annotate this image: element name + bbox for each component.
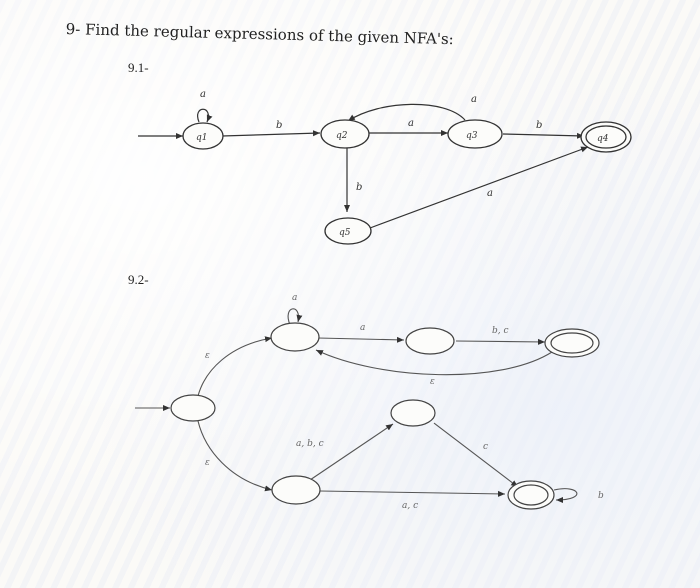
nfa1-state-q1-label: q1 — [196, 133, 208, 143]
nfa1-edge-q3-q2 — [347, 103, 466, 122]
nfa1-q1-self-label: a — [200, 89, 206, 100]
nfa2-label-bottom-up: a, b, c — [296, 439, 324, 449]
nfa1-state-q2-label: q2 — [336, 131, 348, 141]
nfa2-label-bottom-final: a, c — [402, 501, 418, 511]
nfa2-state-final-top — [544, 328, 600, 358]
nfa2-diagram: ε ε a a b, c ε a, b, c c a, c b — [135, 293, 604, 511]
nfa1-edge-q5-q4 — [369, 146, 589, 229]
nfa1-edge-q1-q2 — [221, 130, 321, 137]
nfa2-label-top-self: a — [292, 293, 297, 303]
nfa2-edge-start-top — [197, 336, 273, 397]
nfa2-edge-start-bottom — [197, 420, 273, 492]
nfa2-label-final-self: b — [598, 491, 604, 501]
nfa2-label-back-top: ε — [430, 377, 435, 387]
nfa1-state-q3-label: q3 — [466, 131, 478, 141]
nfa2-state-top — [270, 322, 320, 352]
nfa1-state-q4-accepting: q4 — [580, 121, 632, 153]
nfa1-label-q5-q4: a — [487, 188, 493, 199]
nfa2-label-top-mid: a — [360, 323, 365, 333]
part1-label: 9.1- — [128, 60, 149, 75]
nfa2-edge-diag-down — [433, 422, 519, 488]
nfa1-q1-self-loop — [197, 108, 213, 123]
nfa2-label-start-bottom: ε — [205, 458, 210, 468]
nfa2-state-final-bottom — [507, 480, 555, 510]
nfa1-label-q3-q2: a — [471, 94, 477, 105]
nfa1-state-q2: q2 — [320, 119, 370, 149]
nfa2-edge-mid-final — [455, 338, 546, 345]
nfa1-state-q5-label: q5 — [339, 228, 351, 238]
nfa2-state-bottom — [271, 475, 321, 505]
part2-label: 9.2- — [128, 272, 149, 287]
nfa2-state-start — [170, 394, 216, 422]
nfa2-edge-top-mid — [317, 336, 405, 343]
nfa1-state-q5: q5 — [324, 217, 372, 245]
nfa1-label-q2-q5: b — [356, 182, 362, 193]
nfa2-state-upper-mid — [390, 399, 436, 427]
nfa2-final-self-loop — [553, 488, 578, 503]
nfa1-label-q2-q3: a — [408, 118, 414, 129]
nfa2-edge-bottom-up — [309, 423, 394, 481]
nfa1-state-q1: q1 — [182, 122, 224, 150]
nfa2-label-mid-final: b, c — [492, 326, 509, 336]
nfa1-state-q4-label: q4 — [597, 134, 609, 144]
nfa2-state-mid-top — [405, 327, 455, 355]
nfa1-diagram: a b a a b b a q1 q2 q3 — [138, 89, 632, 245]
nfa2-label-diag-down: c — [483, 442, 488, 452]
nfa1-state-q3: q3 — [447, 119, 503, 149]
nfa1-label-q3-q4: b — [536, 120, 542, 131]
nfa2-label-start-top: ε — [205, 351, 210, 361]
nfa2-top-self-loop — [287, 308, 303, 326]
nfa2-edge-bottom-final — [319, 490, 506, 497]
nfa1-edge-q3-q4 — [502, 132, 585, 139]
nfa2-edge-back-top — [315, 349, 553, 376]
nfa1-label-q1-q2: b — [276, 120, 282, 131]
